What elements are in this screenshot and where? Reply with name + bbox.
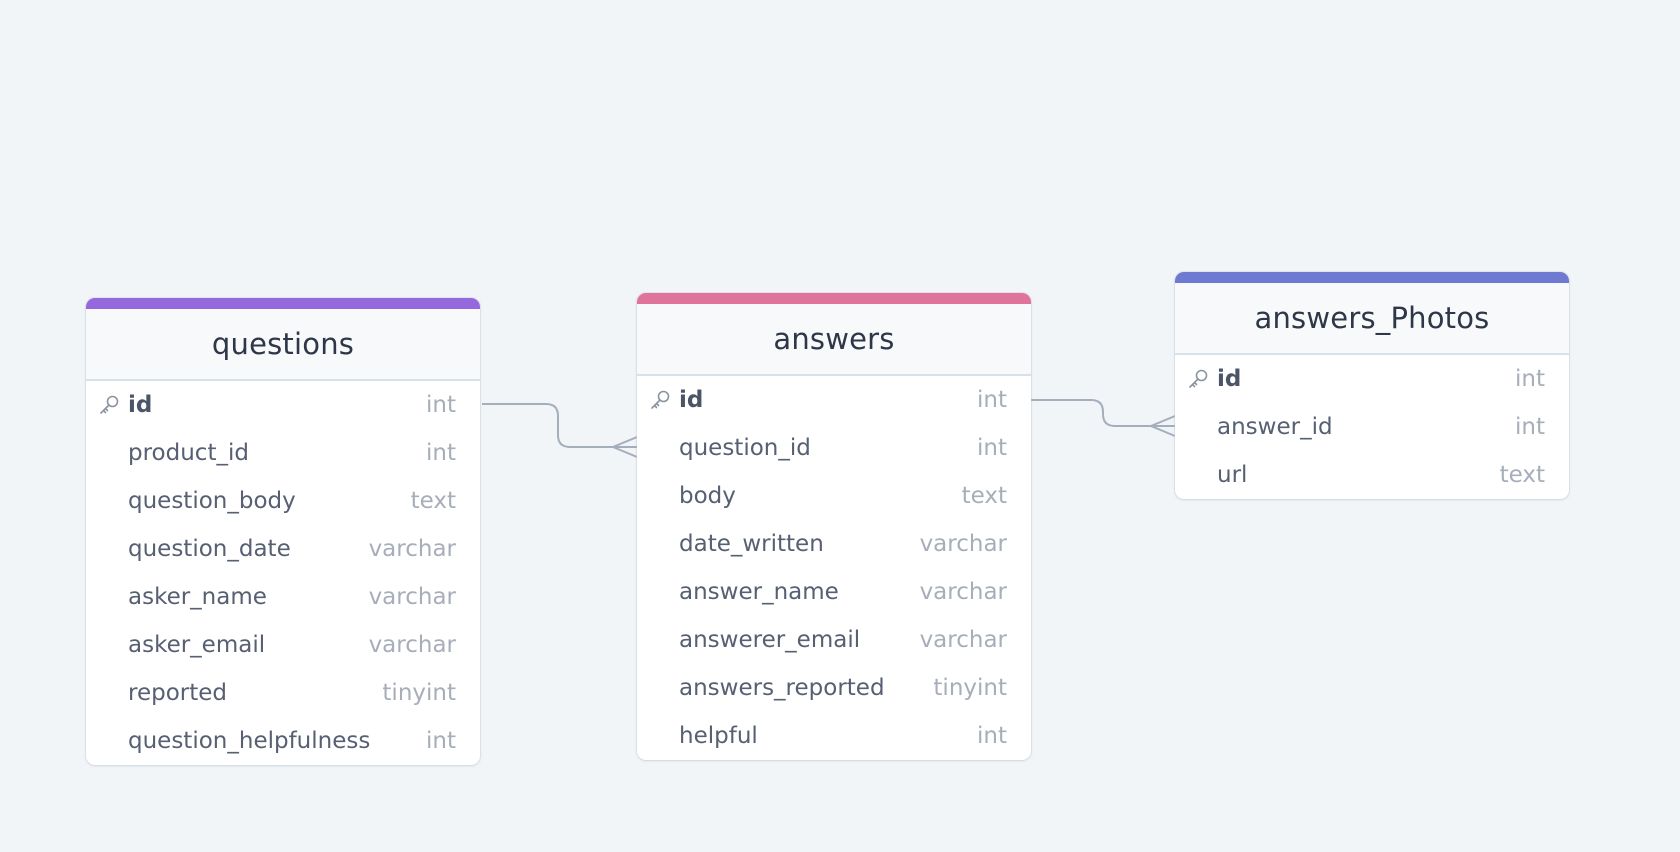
column-name: question_id — [679, 435, 811, 461]
column-row-helpful[interactable]: helpful int — [637, 712, 1031, 760]
table-color-bar — [1175, 272, 1569, 283]
column-row-question-body[interactable]: question_body text — [86, 477, 480, 525]
crowfoot-icon — [1148, 415, 1176, 437]
column-type: varchar — [919, 627, 1007, 653]
column-row-answerer-email[interactable]: answerer_email varchar — [637, 616, 1031, 664]
table-title: answers_Photos — [1254, 301, 1490, 335]
column-row-id[interactable]: id int — [637, 376, 1031, 424]
column-type: varchar — [919, 531, 1007, 557]
column-type: int — [426, 728, 456, 754]
column-type: varchar — [368, 536, 456, 562]
column-row-answers-reported[interactable]: answers_reported tinyint — [637, 664, 1031, 712]
column-name: question_body — [128, 488, 296, 514]
column-row-asker-name[interactable]: asker_name varchar — [86, 573, 480, 621]
column-name: asker_email — [128, 632, 266, 658]
column-name: date_written — [679, 531, 824, 557]
table-color-bar — [637, 293, 1031, 304]
column-row-product-id[interactable]: product_id int — [86, 429, 480, 477]
crowfoot-icon — [610, 436, 638, 458]
column-name: reported — [128, 680, 227, 706]
column-row-url[interactable]: url text — [1175, 451, 1569, 499]
column-row-body[interactable]: body text — [637, 472, 1031, 520]
column-name: answer_name — [679, 579, 839, 605]
column-name: answer_id — [1217, 414, 1333, 440]
relationship-answers-answers-photos[interactable] — [1031, 399, 1175, 427]
column-row-question-id[interactable]: question_id int — [637, 424, 1031, 472]
table-color-bar — [86, 298, 480, 309]
column-name: body — [679, 483, 736, 509]
column-row-answer-name[interactable]: answer_name varchar — [637, 568, 1031, 616]
column-name: helpful — [679, 723, 758, 749]
column-name: id — [1217, 366, 1242, 392]
column-name: question_date — [128, 536, 291, 562]
key-icon — [649, 388, 679, 412]
column-type: int — [977, 387, 1007, 413]
column-row-id[interactable]: id int — [86, 381, 480, 429]
column-type: int — [977, 435, 1007, 461]
column-name: url — [1217, 462, 1248, 488]
column-row-question-date[interactable]: question_date varchar — [86, 525, 480, 573]
column-type: int — [426, 392, 456, 418]
table-header[interactable]: answers — [637, 304, 1031, 376]
table-answers[interactable]: answers id int question_id int body text… — [637, 293, 1031, 760]
table-questions[interactable]: questions id int product_id int question… — [86, 298, 480, 765]
column-name: answerer_email — [679, 627, 861, 653]
column-type: text — [410, 488, 456, 514]
column-name: answers_reported — [679, 675, 885, 701]
column-name: id — [128, 392, 153, 418]
column-type: int — [1515, 366, 1545, 392]
relationship-questions-answers[interactable] — [482, 403, 637, 448]
table-title: answers — [773, 322, 895, 356]
column-type: tinyint — [382, 680, 456, 706]
column-type: int — [977, 723, 1007, 749]
table-title: questions — [211, 327, 355, 361]
column-type: text — [1499, 462, 1545, 488]
table-answers-photos[interactable]: answers_Photos id int answer_id int url … — [1175, 272, 1569, 499]
key-icon — [1187, 367, 1217, 391]
column-row-asker-email[interactable]: asker_email varchar — [86, 621, 480, 669]
table-header[interactable]: questions — [86, 309, 480, 381]
column-type: varchar — [919, 579, 1007, 605]
key-icon — [98, 393, 128, 417]
column-type: varchar — [368, 632, 456, 658]
column-type: int — [1515, 414, 1545, 440]
column-row-question-helpfulness[interactable]: question_helpfulness int — [86, 717, 480, 765]
column-row-date-written[interactable]: date_written varchar — [637, 520, 1031, 568]
column-name: product_id — [128, 440, 249, 466]
column-type: tinyint — [933, 675, 1007, 701]
column-type: text — [961, 483, 1007, 509]
column-name: asker_name — [128, 584, 267, 610]
column-name: id — [679, 387, 704, 413]
table-header[interactable]: answers_Photos — [1175, 283, 1569, 355]
column-name: question_helpfulness — [128, 728, 371, 754]
column-row-id[interactable]: id int — [1175, 355, 1569, 403]
column-type: int — [426, 440, 456, 466]
column-row-reported[interactable]: reported tinyint — [86, 669, 480, 717]
column-type: varchar — [368, 584, 456, 610]
column-row-answer-id[interactable]: answer_id int — [1175, 403, 1569, 451]
